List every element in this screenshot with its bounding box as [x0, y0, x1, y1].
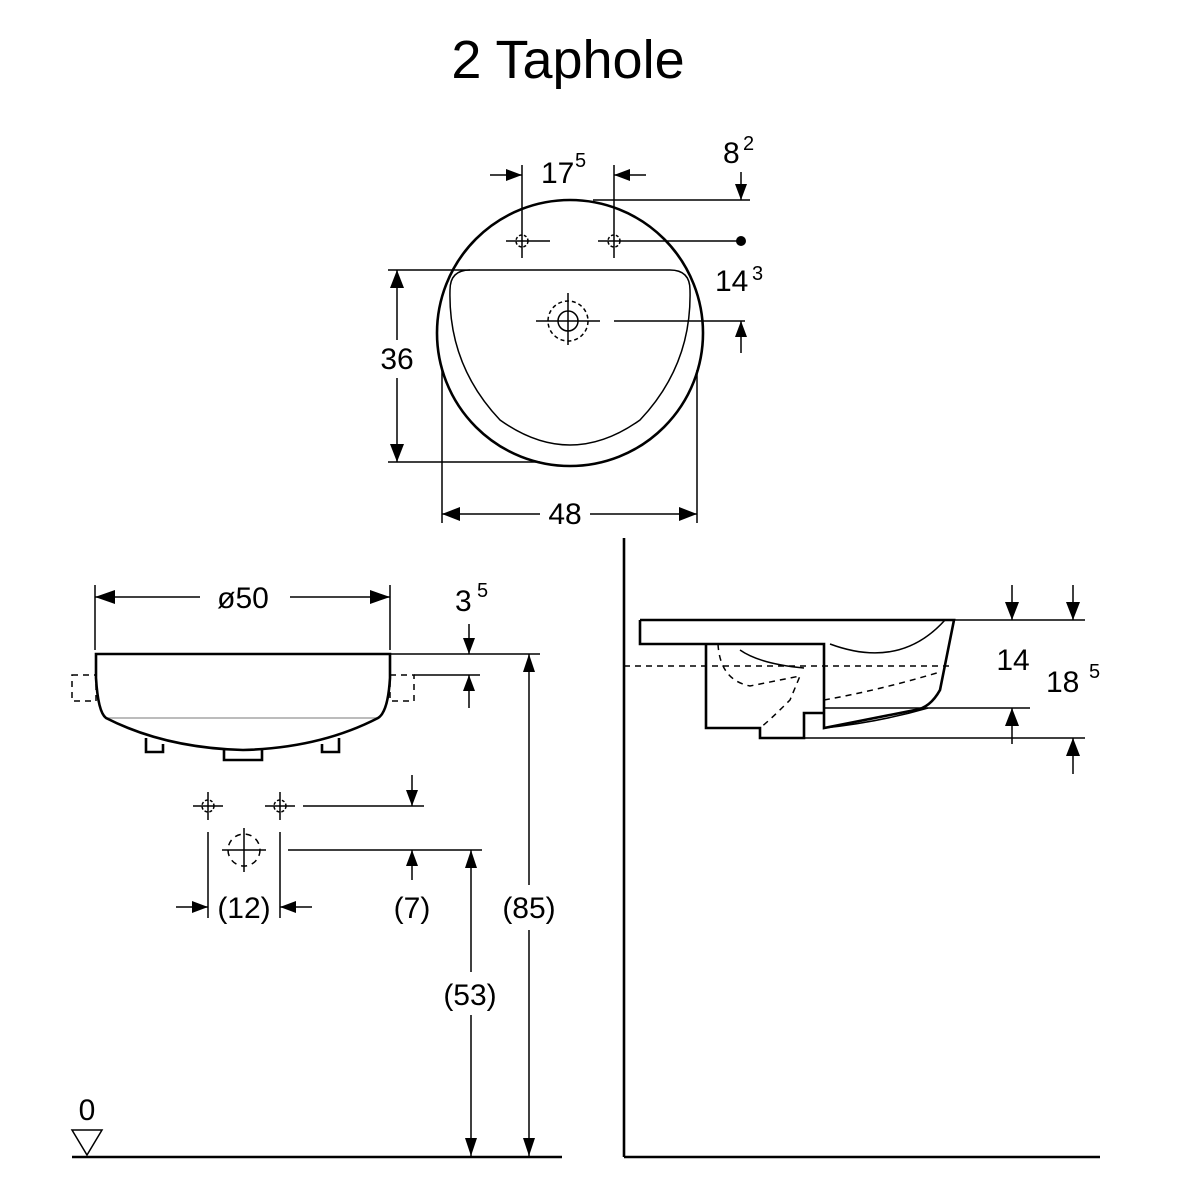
right-taphole-marker — [598, 165, 740, 258]
tap-height-label: (7) — [394, 892, 431, 925]
basin-side-section — [638, 618, 956, 740]
front-left-tap-marker — [193, 792, 223, 820]
left-taphole-marker — [506, 165, 550, 258]
rim-label: 3 — [455, 585, 472, 618]
floor-level-marker — [70, 1129, 104, 1157]
tap-spacing-label: 17 — [541, 157, 574, 190]
tap-to-waste-label: 14 — [715, 265, 748, 298]
inner-bowl — [449, 269, 691, 446]
basin-outline — [435, 198, 705, 468]
top-offset-sup: 2 — [743, 133, 754, 155]
rim-height-label: (85) — [502, 892, 555, 925]
waste-height-label: (53) — [443, 979, 496, 1012]
front-view: ø50 3 5 — [70, 580, 562, 1159]
overall-depth-sup: 5 — [1089, 661, 1100, 683]
front-waste-marker — [222, 828, 266, 872]
top-offset-label: 8 — [723, 137, 740, 170]
overall-depth-label: 18 — [1046, 666, 1079, 699]
diameter-label: ø50 — [217, 582, 269, 615]
reference-dot — [736, 236, 746, 246]
depth-label: 36 — [380, 343, 413, 376]
rim-sup: 5 — [477, 580, 488, 602]
waste-outlet — [536, 293, 745, 345]
drawing-title: 2 Taphole — [451, 30, 684, 90]
tap-to-waste-sup: 3 — [752, 263, 763, 285]
tap-spacing-sup: 5 — [575, 150, 586, 172]
front-right-tap-marker — [265, 792, 295, 820]
basin-front-outline — [94, 652, 392, 752]
top-view: 17 5 8 2 14 3 36 48 — [380, 133, 763, 531]
width-label: 48 — [548, 498, 581, 531]
side-view: 14 18 5 — [622, 538, 1100, 1159]
inner-depth-label: 14 — [996, 644, 1029, 677]
front-tap-spacing-label: (12) — [217, 892, 270, 925]
floor-level-label: 0 — [79, 1094, 96, 1127]
